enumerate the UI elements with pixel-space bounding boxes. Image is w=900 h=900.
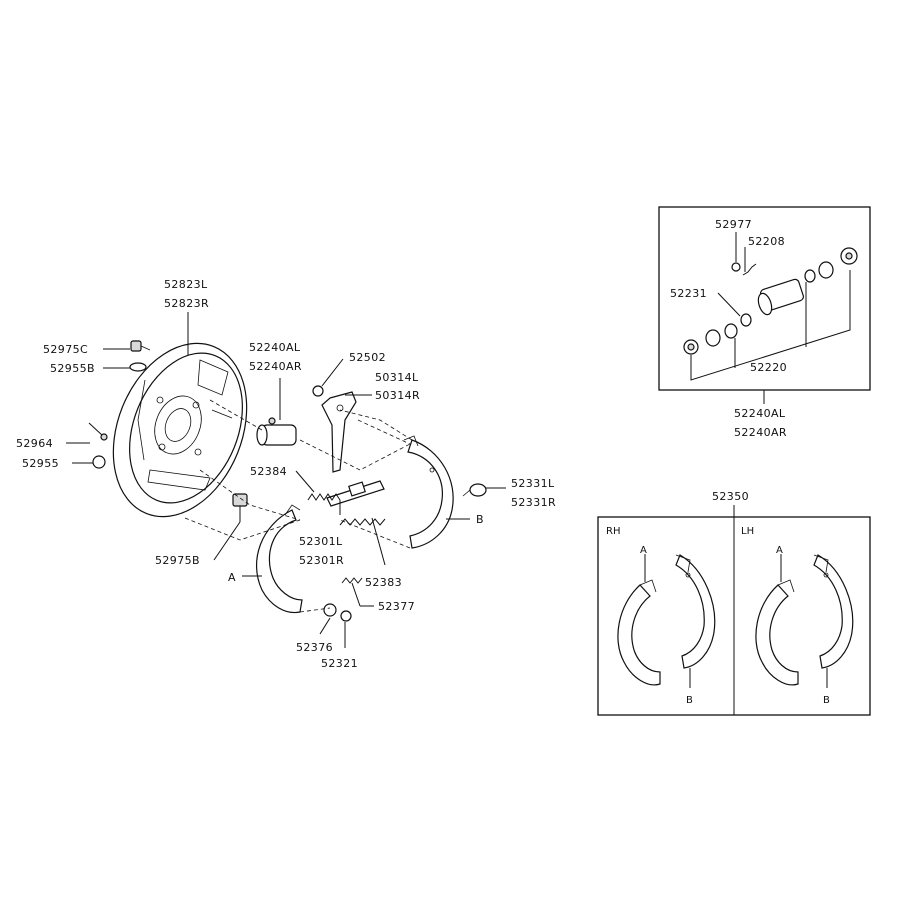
label-52823R: 52823R (164, 297, 209, 310)
label-52331L: 52331L (511, 477, 555, 490)
brake-shoe-b[interactable] (403, 435, 454, 549)
label-rh: RH (606, 526, 620, 537)
washer-52502[interactable] (312, 385, 324, 397)
washer-52376[interactable] (323, 603, 337, 617)
label-52240AR-main: 52240AR (249, 360, 302, 373)
label-50314L: 50314L (375, 371, 419, 384)
rh-shoe-b[interactable] (675, 554, 716, 669)
lh-shoe-a[interactable] (755, 579, 799, 686)
parking-lever[interactable] (321, 391, 357, 473)
backing-plate[interactable] (89, 323, 271, 536)
spring-52383[interactable] (339, 518, 386, 526)
strut-52301[interactable] (326, 480, 385, 507)
label-52377: 52377 (378, 600, 415, 613)
label-52977: 52977 (715, 218, 752, 231)
label-52955: 52955 (22, 457, 59, 470)
label-52331R: 52331R (511, 496, 556, 509)
label-52301R: 52301R (299, 554, 344, 567)
label-rh-a: A (640, 545, 647, 556)
label-52321: 52321 (321, 657, 358, 670)
adjuster-52331[interactable] (462, 483, 487, 497)
label-50314R: 50314R (375, 389, 420, 402)
screw-52964[interactable] (88, 422, 108, 441)
inset-wheel-cylinder: 52977 52208 52231 52220 52240AL 52240AR (658, 206, 871, 439)
label-52231: 52231 (670, 287, 707, 300)
bolt-52975b[interactable] (232, 493, 248, 522)
label-52240AL-inset: 52240AL (734, 407, 786, 420)
label-52823L: 52823L (164, 278, 208, 291)
label-lh-a: A (776, 545, 783, 556)
assembly-lines (184, 399, 413, 613)
label-52964: 52964 (16, 437, 53, 450)
lh-shoe-b[interactable] (813, 554, 854, 669)
boot-cup-right[interactable] (804, 247, 858, 283)
label-52220: 52220 (750, 361, 787, 374)
label-52502: 52502 (349, 351, 386, 364)
label-52383: 52383 (365, 576, 402, 589)
label-52240AL-main: 52240AL (249, 341, 301, 354)
pin-52321[interactable] (340, 610, 352, 622)
label-lh-b: B (823, 695, 830, 706)
marker-b-main: B (476, 513, 484, 526)
label-52208: 52208 (748, 235, 785, 248)
marker-a-main: A (228, 571, 236, 584)
cyl-body[interactable] (756, 278, 805, 316)
plug-52955[interactable] (92, 455, 106, 469)
brake-shoe-a[interactable] (255, 504, 303, 614)
spring-52384[interactable] (307, 493, 341, 501)
callout-labels: 52823L 52823R 52975C 52955B 52964 52955 … (16, 278, 556, 670)
label-lh: LH (741, 526, 754, 537)
wheel-cylinder[interactable] (256, 417, 297, 446)
screw-52208[interactable] (742, 263, 757, 276)
inset-shoe-set: 52350 RH LH A B A B (597, 490, 871, 716)
label-52384: 52384 (250, 465, 287, 478)
label-52240AR-inset: 52240AR (734, 426, 787, 439)
boot-cup-left[interactable] (683, 313, 752, 355)
label-52975C: 52975C (43, 343, 88, 356)
spring-52377[interactable] (341, 577, 363, 584)
label-52350: 52350 (712, 490, 749, 503)
rh-shoe-a[interactable] (617, 579, 661, 686)
label-52955B: 52955B (50, 362, 95, 375)
label-52376: 52376 (296, 641, 333, 654)
label-52975B: 52975B (155, 554, 200, 567)
leader-lines (66, 312, 506, 648)
plug-52955b[interactable] (129, 362, 147, 372)
bolt-52975c[interactable] (130, 340, 151, 352)
label-rh-b: B (686, 695, 693, 706)
bleeder-52977[interactable] (731, 262, 741, 272)
label-52301L: 52301L (299, 535, 343, 548)
